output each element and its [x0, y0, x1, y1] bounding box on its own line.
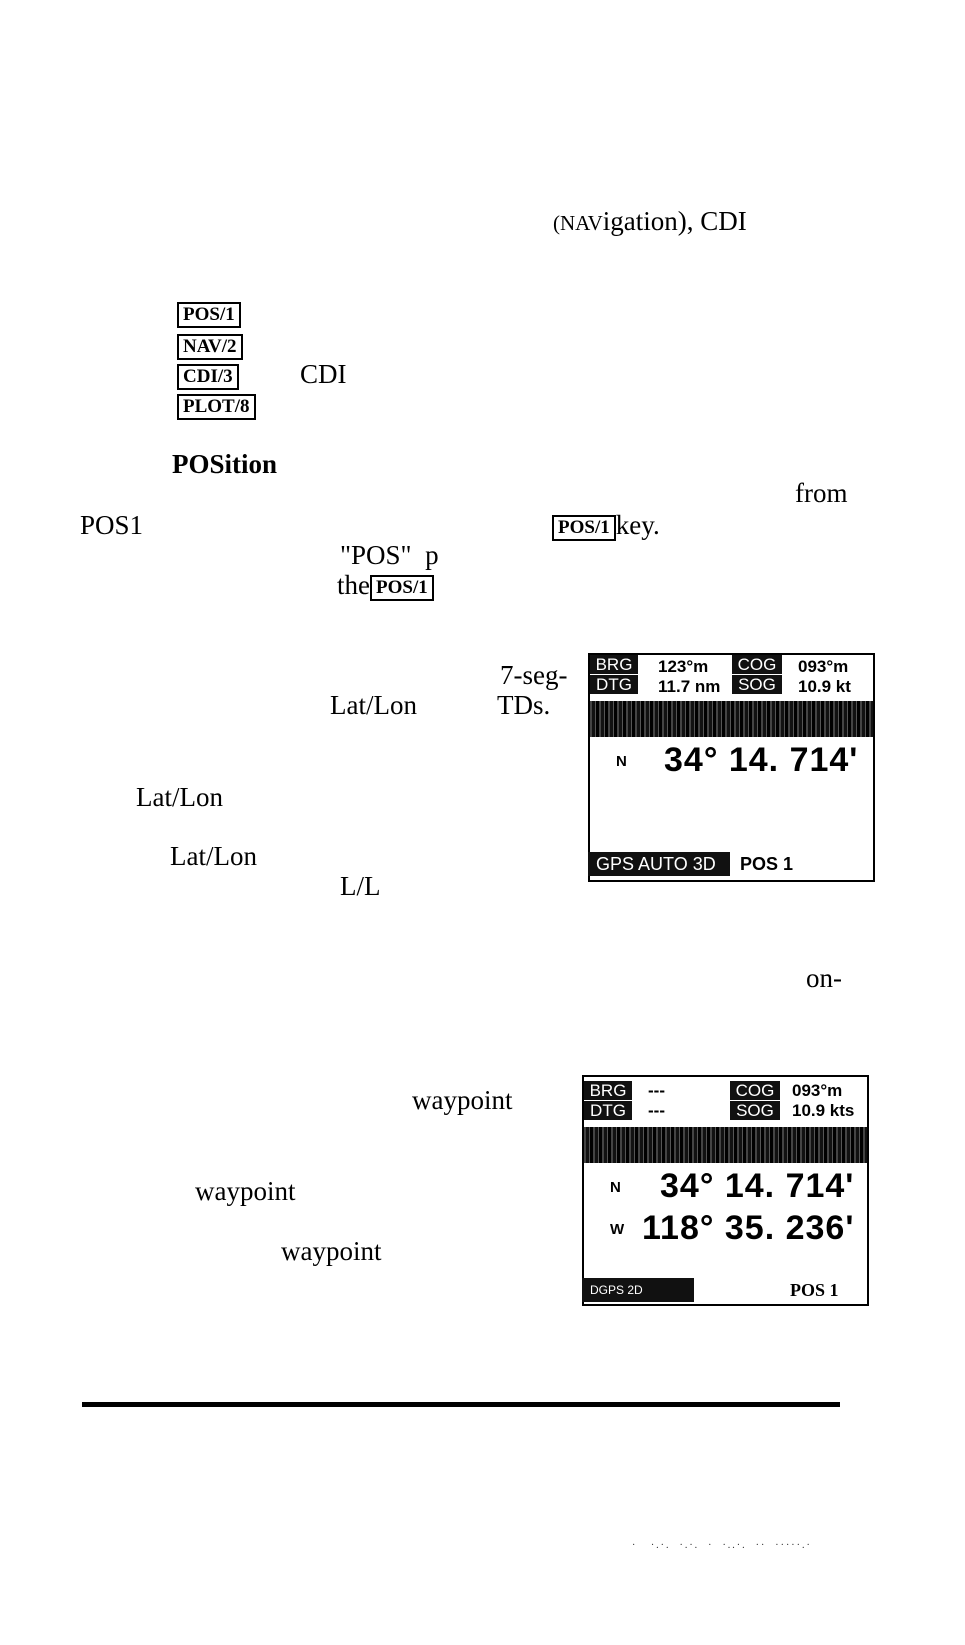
brg-value: 123°m	[658, 657, 709, 676]
fix-status: GPS AUTO 3D	[588, 852, 730, 876]
cog-label: COG	[730, 1081, 780, 1100]
dtg-label: DTG	[584, 1101, 632, 1120]
dtg-label: DTG	[590, 675, 638, 694]
latlon-text-3: Lat/Lon	[170, 841, 257, 871]
page-indicator: POS 1	[790, 1280, 839, 1300]
position-screen-1: BRG DTG 123°m 11.7 nm COG SOG 093°m 10.9…	[588, 653, 875, 882]
dtg-value: ---	[648, 1101, 665, 1120]
nav-key: NAV/2	[177, 334, 243, 360]
scan-artifacts: · ·.·. ·.·. · ·..·. ·· ·····.·	[632, 1540, 812, 1551]
position-screen-2: BRG DTG --- --- COG SOG 093°m 10.9 kts N…	[582, 1075, 869, 1306]
pos-key-inline: POS/1	[552, 514, 616, 541]
tds-text: TDs.	[497, 690, 551, 720]
pos-quote-text: "POS" p	[340, 540, 439, 570]
latlon-text-1: Lat/Lon	[330, 690, 417, 720]
waypoint-text-1: waypoint	[412, 1085, 513, 1115]
satellite-signal-bar	[584, 1127, 867, 1163]
pos-key: POS/1	[177, 302, 241, 328]
from-text: from	[795, 478, 848, 508]
pos-quote-cut: p	[425, 540, 439, 570]
cdi-key: CDI/3	[177, 364, 239, 390]
pos-key-inline-2: POS/1	[370, 574, 434, 601]
latitude-value: 34° 14. 714'	[664, 741, 859, 779]
ll-text: L/L	[340, 871, 381, 901]
brg-label: BRG	[584, 1081, 632, 1100]
latitude-value: 34° 14. 714'	[660, 1167, 855, 1205]
lon-hemisphere: W	[610, 1221, 625, 1238]
fix-status: DGPS 2D	[582, 1278, 694, 1302]
lat-hemisphere: N	[610, 1179, 621, 1196]
waypoint-text-2: waypoint	[195, 1176, 296, 1206]
cog-value: 093°m	[792, 1081, 843, 1100]
pos-quote: "POS"	[340, 540, 412, 570]
on-dash-text: on-	[806, 963, 842, 993]
brg-value: ---	[648, 1081, 665, 1100]
cdi-text: CDI	[300, 359, 347, 389]
sog-label: SOG	[730, 1101, 780, 1120]
pos1-text: POS1	[80, 510, 144, 540]
brg-label: BRG	[590, 655, 638, 674]
cog-value: 093°m	[798, 657, 849, 676]
lat-hemisphere: N	[616, 753, 627, 770]
sog-value: 10.9 kt	[798, 677, 851, 696]
sog-label: SOG	[732, 675, 782, 694]
the-word: the	[337, 570, 370, 600]
dtg-value: 11.7 nm	[658, 677, 721, 696]
position-heading: POSition	[172, 449, 278, 479]
page-indicator: POS 1	[740, 854, 794, 874]
seven-seg-text: 7-seg-	[500, 660, 568, 690]
satellite-signal-bar	[590, 701, 873, 737]
latlon-text-2: Lat/Lon	[136, 782, 223, 812]
nav-cdi-text: (NAVigation), CDI	[553, 206, 747, 236]
key-word: key.	[615, 510, 660, 540]
longitude-value: 118° 35. 236'	[642, 1209, 855, 1247]
cog-label: COG	[732, 655, 782, 674]
plot-key: PLOT/8	[177, 394, 256, 420]
sog-value: 10.9 kts	[792, 1101, 855, 1120]
page-divider	[82, 1402, 840, 1407]
waypoint-text-3: waypoint	[281, 1236, 382, 1266]
